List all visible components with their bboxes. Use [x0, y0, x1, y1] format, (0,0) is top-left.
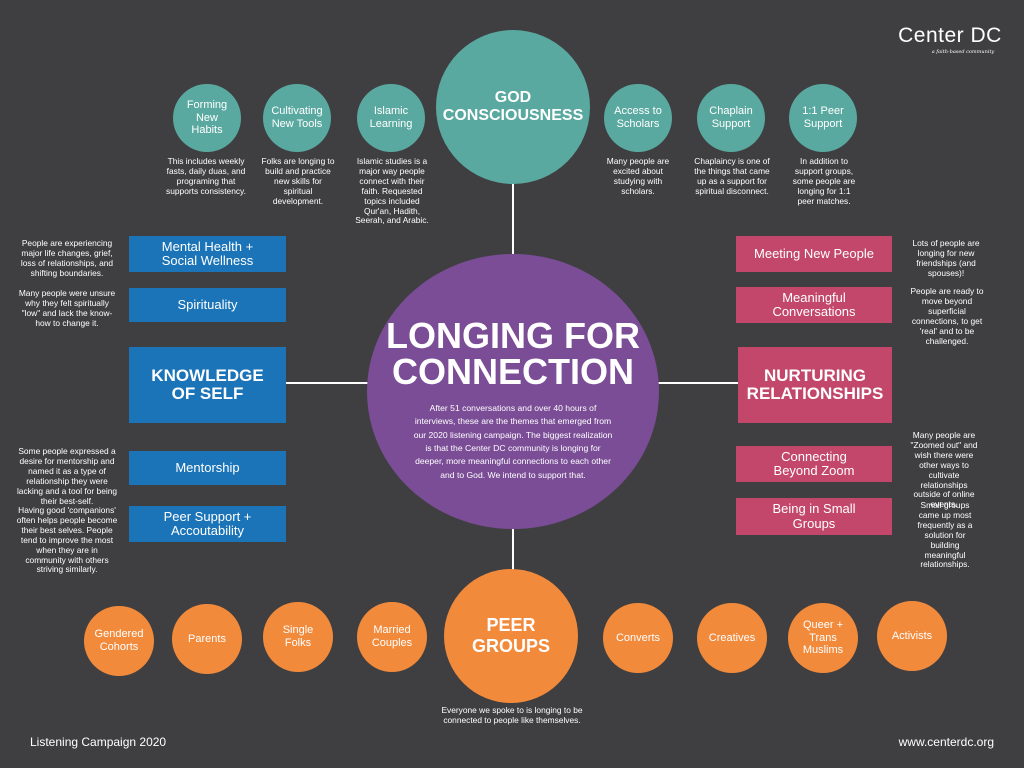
- connector-right: [650, 382, 740, 384]
- self-item-desc: Some people expressed a desire for mento…: [16, 446, 118, 506]
- peer-item-circle: Single Folks: [263, 602, 333, 672]
- hub-knowledge-of-self: KNOWLEDGE OF SELF: [129, 347, 286, 423]
- hub-god-consciousness: GOD CONSCIOUSNESS: [436, 30, 590, 184]
- brand-name: Center DC: [898, 24, 1002, 47]
- god-item-circle: Islamic Learning: [357, 84, 425, 152]
- rel-item-desc: People are ready to move beyond superfic…: [910, 286, 984, 346]
- self-item-desc: People are experiencing major life chang…: [20, 238, 114, 278]
- connector-top: [512, 170, 514, 260]
- self-item-box: Mentorship: [129, 451, 286, 485]
- peer-item-circle: Queer + Trans Muslims: [788, 603, 858, 673]
- connector-left: [286, 382, 376, 384]
- hub-nurturing-relationships: NURTURING RELATIONSHIPS: [738, 347, 892, 423]
- peer-item-circle: Gendered Cohorts: [84, 606, 154, 676]
- self-item-desc: Many people were unsure why they felt sp…: [18, 288, 116, 328]
- center-circle: LONGING FOR CONNECTION After 51 conversa…: [367, 254, 659, 529]
- brand-tagline: a faith-based community: [931, 49, 995, 55]
- god-item-circle: Forming New Habits: [173, 84, 241, 152]
- god-item-desc: Folks are longing to build and practice …: [261, 156, 335, 206]
- peer-item-circle: Creatives: [697, 603, 767, 673]
- peer-item-circle: Parents: [172, 604, 242, 674]
- god-item-circle: Chaplain Support: [697, 84, 765, 152]
- center-title: LONGING FOR CONNECTION: [386, 315, 640, 392]
- hub-peer-groups: PEER GROUPS: [444, 569, 578, 703]
- rel-item-desc: Lots of people are longing for new frien…: [912, 238, 980, 278]
- god-item-circle: 1:1 Peer Support: [789, 84, 857, 152]
- footer-right[interactable]: www.centerdc.org: [898, 735, 994, 749]
- peer-item-circle: Activists: [877, 601, 947, 671]
- god-item-desc: Many people are excited about studying w…: [606, 156, 670, 196]
- god-item-desc: In addition to support groups, some peop…: [792, 156, 856, 206]
- peer-item-circle: Converts: [603, 603, 673, 673]
- footer-left: Listening Campaign 2020: [30, 735, 167, 749]
- self-item-box: Mental Health + Social Wellness: [129, 236, 286, 272]
- god-item-desc: This includes weekly fasts, daily duas, …: [166, 156, 246, 196]
- peer-desc: Everyone we spoke to is longing to be co…: [441, 705, 583, 725]
- self-item-desc: Having good 'companions' often helps peo…: [16, 505, 118, 575]
- self-item-box: Peer Support + Accoutability: [129, 506, 286, 542]
- rel-item-box: Meeting New People: [736, 236, 892, 272]
- god-item-desc: Chaplaincy is one of the things that cam…: [694, 156, 770, 196]
- peer-item-circle: Married Couples: [357, 602, 427, 672]
- god-item-circle: Cultivating New Tools: [263, 84, 331, 152]
- rel-item-box: Connecting Beyond Zoom: [736, 446, 892, 482]
- rel-item-box: Being in Small Groups: [736, 498, 892, 535]
- rel-item-box: Meaningful Conversations: [736, 287, 892, 323]
- brand-logo: Center DC a faith-based community: [890, 24, 1010, 55]
- rel-item-desc: Many people are "Zoomed out" and wish th…: [910, 430, 978, 510]
- self-item-box: Spirituality: [129, 288, 286, 322]
- god-item-circle: Access to Scholars: [604, 84, 672, 152]
- god-item-desc: Islamic studies is a major way people co…: [355, 156, 429, 226]
- connector-bottom: [512, 525, 514, 585]
- center-body: After 51 conversations and over 40 hours…: [413, 403, 613, 480]
- rel-item-desc: Small groups came up most frequently as …: [917, 500, 973, 570]
